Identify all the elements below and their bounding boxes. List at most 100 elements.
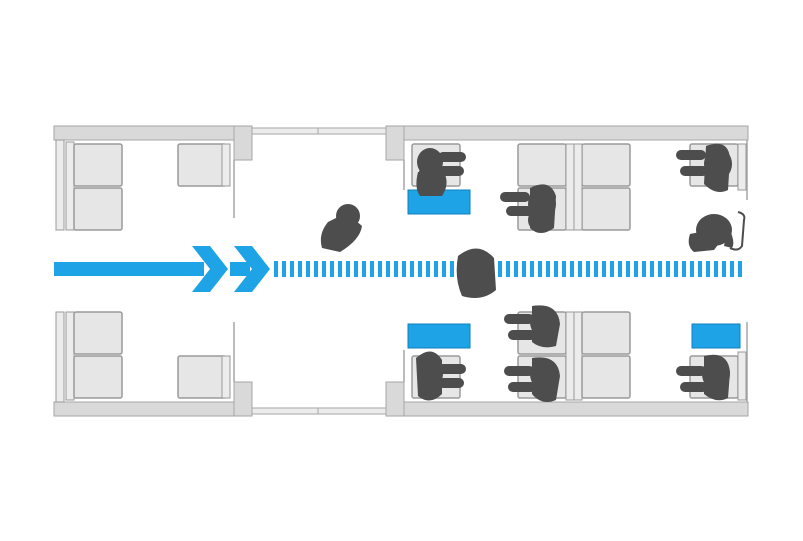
bottom-wall-right — [385, 401, 749, 417]
walkway-dash — [626, 261, 630, 277]
seat — [73, 311, 123, 355]
flow-line-solid — [54, 262, 204, 276]
door-frame-bottom-left — [233, 381, 253, 417]
seat-arm — [221, 355, 231, 399]
top-door-panel — [251, 127, 387, 135]
door-frame-top-left — [233, 125, 253, 161]
walkway-dash — [594, 261, 598, 277]
seat — [581, 311, 631, 355]
seat-back-rail — [55, 139, 65, 231]
walkway-dash — [338, 261, 342, 277]
seat-divider — [565, 311, 575, 401]
seat-arm — [737, 351, 747, 401]
passengers — [320, 143, 746, 402]
walkway-dash — [554, 261, 558, 277]
walkway-dash — [386, 261, 390, 277]
walkway-dash — [322, 261, 326, 277]
walkway-dash — [570, 261, 574, 277]
seat — [177, 143, 227, 187]
walkway-dash — [394, 261, 398, 277]
seated-person-silhouette — [504, 357, 560, 402]
walkway-dash — [442, 261, 446, 277]
walkway-dash — [642, 261, 646, 277]
walkway-dash — [674, 261, 678, 277]
walkway-dash — [562, 261, 566, 277]
left-seat-block-bottom — [55, 311, 231, 403]
door-frame-top-right — [385, 125, 405, 161]
walkway-dash — [682, 261, 686, 277]
standing-person-silhouette — [688, 211, 746, 252]
blue-table-marker — [407, 323, 471, 349]
seat — [73, 187, 123, 231]
walkway-dash — [290, 261, 294, 277]
walkway-dash — [450, 261, 454, 277]
walkway-dash — [314, 261, 318, 277]
walkway-dash — [666, 261, 670, 277]
seat-back-rail — [65, 311, 75, 401]
walkway-dash — [418, 261, 422, 277]
seated-person-silhouette — [676, 354, 730, 401]
walkway-dash — [410, 261, 414, 277]
door-frame-bottom-right — [385, 381, 405, 417]
seat-back-rail — [55, 311, 65, 403]
walkway-dash — [330, 261, 334, 277]
walkway-dash — [634, 261, 638, 277]
walkway-dash — [274, 261, 278, 277]
seated-person-silhouette — [416, 351, 466, 401]
walkway-dash — [354, 261, 358, 277]
blue-table-marker — [691, 323, 741, 349]
flow-arrow — [54, 246, 270, 292]
walkway-dash — [658, 261, 662, 277]
walkway-dash — [738, 261, 742, 277]
walkway-dash — [714, 261, 718, 277]
seated-person-silhouette — [504, 305, 560, 348]
left-seat-block-top — [55, 139, 231, 231]
walkway-dash — [522, 261, 526, 277]
walkway-dash — [378, 261, 382, 277]
walkway-dash — [282, 261, 286, 277]
walkway-dash — [578, 261, 582, 277]
walkway-dash — [722, 261, 726, 277]
walkway-dash — [586, 261, 590, 277]
walkway-dash — [434, 261, 438, 277]
seated-person-silhouette — [416, 148, 466, 196]
seat-back-rail — [65, 141, 75, 231]
seat-divider — [573, 311, 583, 401]
walkway-dash — [650, 261, 654, 277]
seat — [73, 143, 123, 187]
seat-arm — [221, 143, 231, 187]
seat — [581, 187, 631, 231]
chevron-arrow-icon — [192, 246, 228, 292]
walkway-dash — [498, 261, 502, 277]
walkway-dash — [530, 261, 534, 277]
car-walls — [53, 125, 749, 417]
top-wall-left — [53, 125, 250, 141]
seat-divider — [565, 143, 575, 231]
walkway-dash — [546, 261, 550, 277]
seat — [517, 143, 567, 187]
walkway-dash — [610, 261, 614, 277]
dashed-walkway-line — [274, 261, 742, 277]
standing-person-silhouette — [320, 204, 362, 252]
walkway-dash — [514, 261, 518, 277]
right-seat-block-bottom — [411, 311, 747, 401]
seat-divider — [573, 143, 583, 231]
walkway-dash — [362, 261, 366, 277]
seat — [581, 143, 631, 187]
walkway-dash — [706, 261, 710, 277]
walkway-dash — [306, 261, 310, 277]
seat — [581, 355, 631, 399]
bottom-wall-left — [53, 401, 250, 417]
walkway-dash — [690, 261, 694, 277]
walkway-dash — [402, 261, 406, 277]
seated-person-silhouette — [500, 184, 556, 233]
walkway-dash — [298, 261, 302, 277]
walkway-dash — [426, 261, 430, 277]
walkway-dash — [538, 261, 542, 277]
chevron-arrow-icon — [234, 246, 270, 292]
seat — [177, 355, 227, 399]
walkway-dash — [506, 261, 510, 277]
walkway-dash — [370, 261, 374, 277]
walkway-dash — [698, 261, 702, 277]
